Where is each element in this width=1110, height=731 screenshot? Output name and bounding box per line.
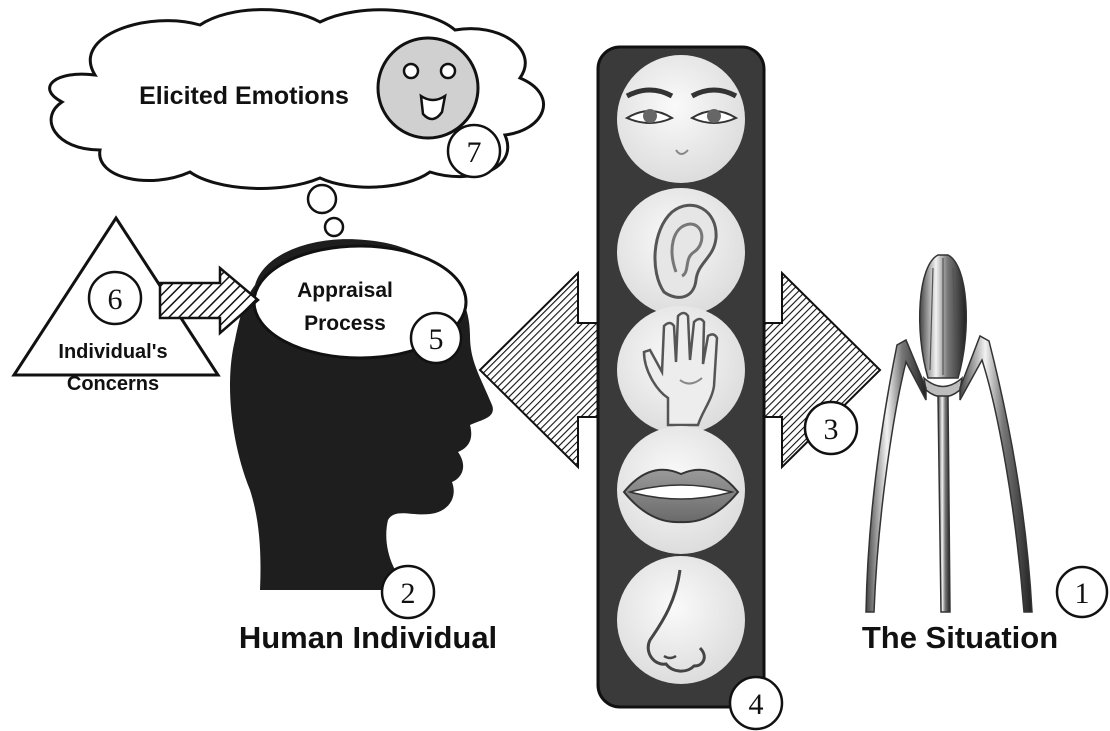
situation-label: The Situation [862,620,1058,655]
marker-5: 5 [409,311,463,365]
citrus-squeezer-icon [865,254,1033,613]
smiley-face-icon [376,36,480,140]
marker-2: 2 [380,564,436,620]
marker-6: 6 [87,270,143,326]
concerns-arrow [158,265,260,336]
senses-panel: 4 [596,45,784,731]
svg-text:6: 6 [108,283,123,316]
concerns-label-line2: Concerns [67,373,159,395]
emotions-cloud: Elicited Emotions 7 [48,8,546,190]
svg-text:1: 1 [1075,577,1090,610]
appraisal-process: Appraisal Process 5 [252,244,468,365]
appraisal-label-line2: Process [304,312,386,335]
svg-text:7: 7 [467,136,482,169]
concerns-label-line1: Individual's [58,341,167,363]
svg-text:5: 5 [429,323,444,356]
svg-text:4: 4 [749,688,764,721]
svg-text:3: 3 [824,413,839,446]
marker-3: 3 [803,400,859,456]
appraisal-label-line1: Appraisal [297,279,393,302]
nose-icon [617,556,745,684]
human-label: Human Individual [239,620,497,655]
svg-text:2: 2 [401,577,416,610]
eye-icon [617,55,745,183]
marker-4: 4 [728,675,784,731]
concerns-triangle: 6 Individual's Concerns [11,215,221,395]
ear-icon [617,188,745,316]
emotions-label: Elicited Emotions [139,82,349,110]
hand-icon [617,306,745,434]
mouth-icon [617,426,745,554]
marker-1: 1 [1055,565,1109,619]
marker-7: 7 [446,123,502,179]
